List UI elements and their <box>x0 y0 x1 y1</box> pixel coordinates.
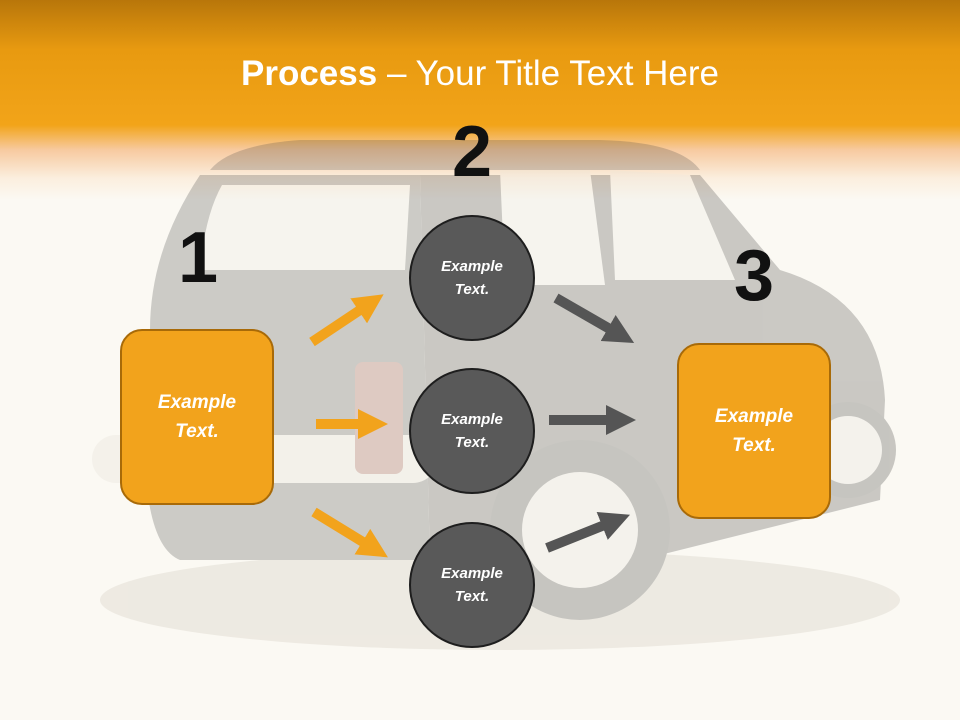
title-rest: – Your Title Text Here <box>377 54 719 93</box>
step-number-3: 3 <box>733 236 775 316</box>
slide-title: Process – Your Title Text Here <box>0 52 960 96</box>
orange-arrow-up <box>309 294 384 347</box>
header-band <box>0 0 960 200</box>
circle-text-middle: Example Text. <box>441 411 503 451</box>
circle-text-bottom: Example Text. <box>441 565 503 605</box>
gray-arrow-up <box>545 512 630 553</box>
left-step-box: Example Text. <box>120 329 274 505</box>
gray-arrow-down <box>553 293 635 343</box>
orange-arrow-down <box>311 507 388 558</box>
step-circle-middle: Example Text. <box>409 368 535 494</box>
step-number-1: 1 <box>177 218 219 298</box>
step-number-2: 2 <box>451 112 493 192</box>
step-circle-top: Example Text. <box>409 215 535 341</box>
left-step-text: Example Text. <box>157 392 237 442</box>
circle-text-top: Example Text. <box>441 258 503 298</box>
title-bold: Process <box>241 54 378 93</box>
right-step-text: Example Text. <box>714 406 794 456</box>
right-step-box: Example Text. <box>677 343 831 519</box>
step-circle-bottom: Example Text. <box>409 522 535 648</box>
